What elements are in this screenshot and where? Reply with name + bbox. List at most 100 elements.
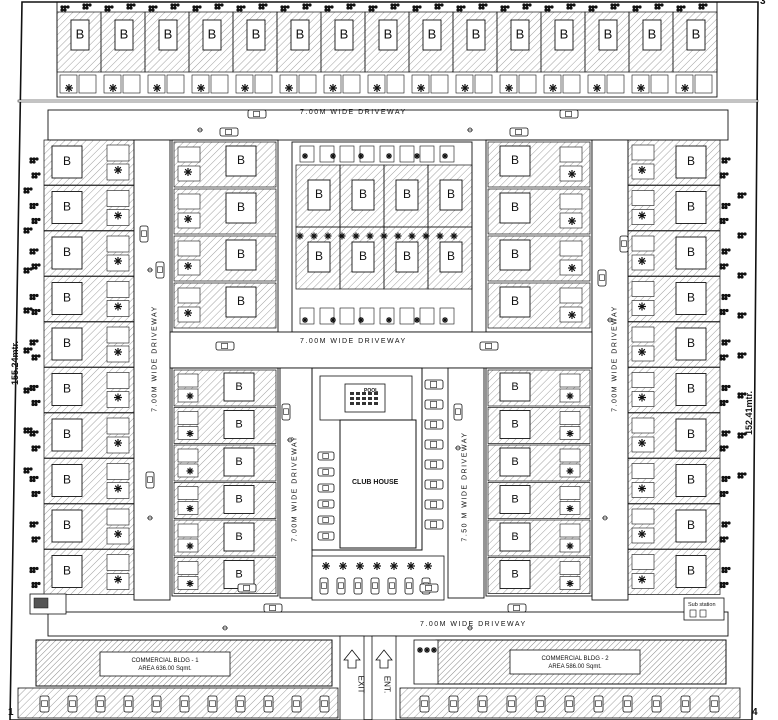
car-icon bbox=[448, 695, 459, 713]
house-block bbox=[598, 19, 618, 51]
car-icon bbox=[424, 399, 444, 410]
garage bbox=[106, 190, 130, 207]
garage bbox=[650, 74, 669, 94]
garage bbox=[399, 145, 415, 163]
car-icon bbox=[419, 583, 439, 593]
shrub-icon bbox=[610, 3, 620, 10]
tree-icon bbox=[638, 393, 646, 402]
shrub-icon bbox=[23, 467, 33, 474]
house-block bbox=[675, 418, 707, 452]
driveway-bottom-label: 7.00M WIDE DRIVEWAY bbox=[420, 621, 527, 628]
garage bbox=[78, 74, 97, 94]
pool-tile bbox=[362, 397, 366, 400]
tree-icon bbox=[114, 211, 122, 220]
house-block bbox=[51, 373, 83, 406]
garage bbox=[559, 523, 581, 538]
house-block bbox=[439, 241, 463, 273]
unit-label: B bbox=[511, 247, 519, 261]
house-block bbox=[307, 241, 331, 273]
garage bbox=[177, 523, 199, 538]
unit-label: B bbox=[237, 247, 245, 261]
car-icon bbox=[680, 695, 691, 713]
car-icon bbox=[424, 499, 444, 510]
house-block bbox=[686, 19, 706, 51]
garage bbox=[298, 74, 317, 94]
tree-icon bbox=[358, 153, 364, 159]
car-icon bbox=[453, 403, 463, 421]
house-block bbox=[70, 19, 90, 51]
garage bbox=[177, 486, 199, 500]
house-block bbox=[554, 19, 574, 51]
house-block bbox=[675, 191, 707, 224]
shrub-icon bbox=[31, 308, 41, 316]
house-block bbox=[675, 236, 707, 270]
house-block bbox=[158, 19, 178, 51]
tree-icon bbox=[593, 84, 601, 92]
shrub-icon bbox=[23, 427, 33, 434]
tree-icon bbox=[296, 232, 304, 240]
shrub-icon bbox=[31, 172, 41, 179]
shrub-icon bbox=[721, 157, 731, 164]
unit-label: B bbox=[296, 26, 305, 41]
commercial-2-area: AREA 586.00 Sqmt. bbox=[548, 664, 602, 670]
car-icon bbox=[597, 269, 607, 287]
garage bbox=[386, 74, 405, 94]
unit-label: B bbox=[511, 418, 518, 430]
house-block bbox=[675, 464, 707, 497]
shrub-icon bbox=[719, 308, 729, 316]
garage bbox=[106, 417, 130, 435]
house-block bbox=[675, 145, 707, 179]
garage bbox=[342, 74, 361, 94]
shrub-icon bbox=[434, 3, 444, 10]
shrub-icon bbox=[29, 475, 39, 483]
garage bbox=[631, 372, 655, 388]
house-block bbox=[51, 327, 83, 361]
garage bbox=[559, 373, 581, 388]
garage bbox=[166, 74, 185, 94]
shrub-icon bbox=[23, 307, 33, 314]
car-icon bbox=[619, 235, 629, 253]
tree-icon bbox=[414, 153, 420, 159]
tree-icon bbox=[184, 215, 192, 223]
house-block bbox=[51, 509, 83, 543]
unit-label: B bbox=[687, 473, 695, 487]
tree-icon bbox=[566, 542, 574, 550]
commercial-2-name: COMMERCIAL BLDG - 2 bbox=[541, 656, 609, 662]
garage bbox=[559, 448, 581, 463]
unit-label: B bbox=[511, 294, 519, 308]
shrub-icon bbox=[719, 536, 729, 543]
garage bbox=[339, 145, 355, 163]
unit-label: B bbox=[237, 294, 245, 308]
pool-label: POOL bbox=[364, 388, 379, 394]
garage bbox=[419, 145, 435, 163]
tree-icon bbox=[358, 317, 364, 323]
car-icon bbox=[219, 127, 239, 137]
tree-icon bbox=[414, 317, 420, 323]
garage bbox=[518, 74, 537, 94]
tree-icon bbox=[637, 84, 645, 92]
car-icon bbox=[336, 577, 346, 595]
unit-label: B bbox=[63, 473, 71, 487]
tree-icon bbox=[114, 166, 122, 174]
car-icon bbox=[419, 695, 430, 713]
tree-icon bbox=[114, 393, 122, 402]
shrub-icon bbox=[29, 521, 39, 528]
tree-icon bbox=[394, 232, 402, 240]
driveway-middle bbox=[169, 331, 593, 369]
shrub-icon bbox=[719, 399, 729, 407]
shrub-icon bbox=[192, 5, 202, 12]
tree-icon bbox=[186, 430, 194, 437]
house-block bbox=[466, 19, 486, 51]
tree-icon bbox=[380, 232, 388, 240]
tree-icon bbox=[114, 530, 122, 538]
garage bbox=[631, 144, 655, 161]
unit-label: B bbox=[472, 26, 481, 41]
house-block bbox=[223, 410, 255, 439]
car-icon bbox=[535, 695, 546, 713]
house-block bbox=[51, 191, 83, 224]
tree-icon bbox=[566, 430, 574, 437]
unit-label: B bbox=[687, 336, 695, 350]
garage bbox=[254, 74, 273, 94]
house-block bbox=[51, 555, 83, 588]
unit-label: B bbox=[511, 456, 518, 468]
